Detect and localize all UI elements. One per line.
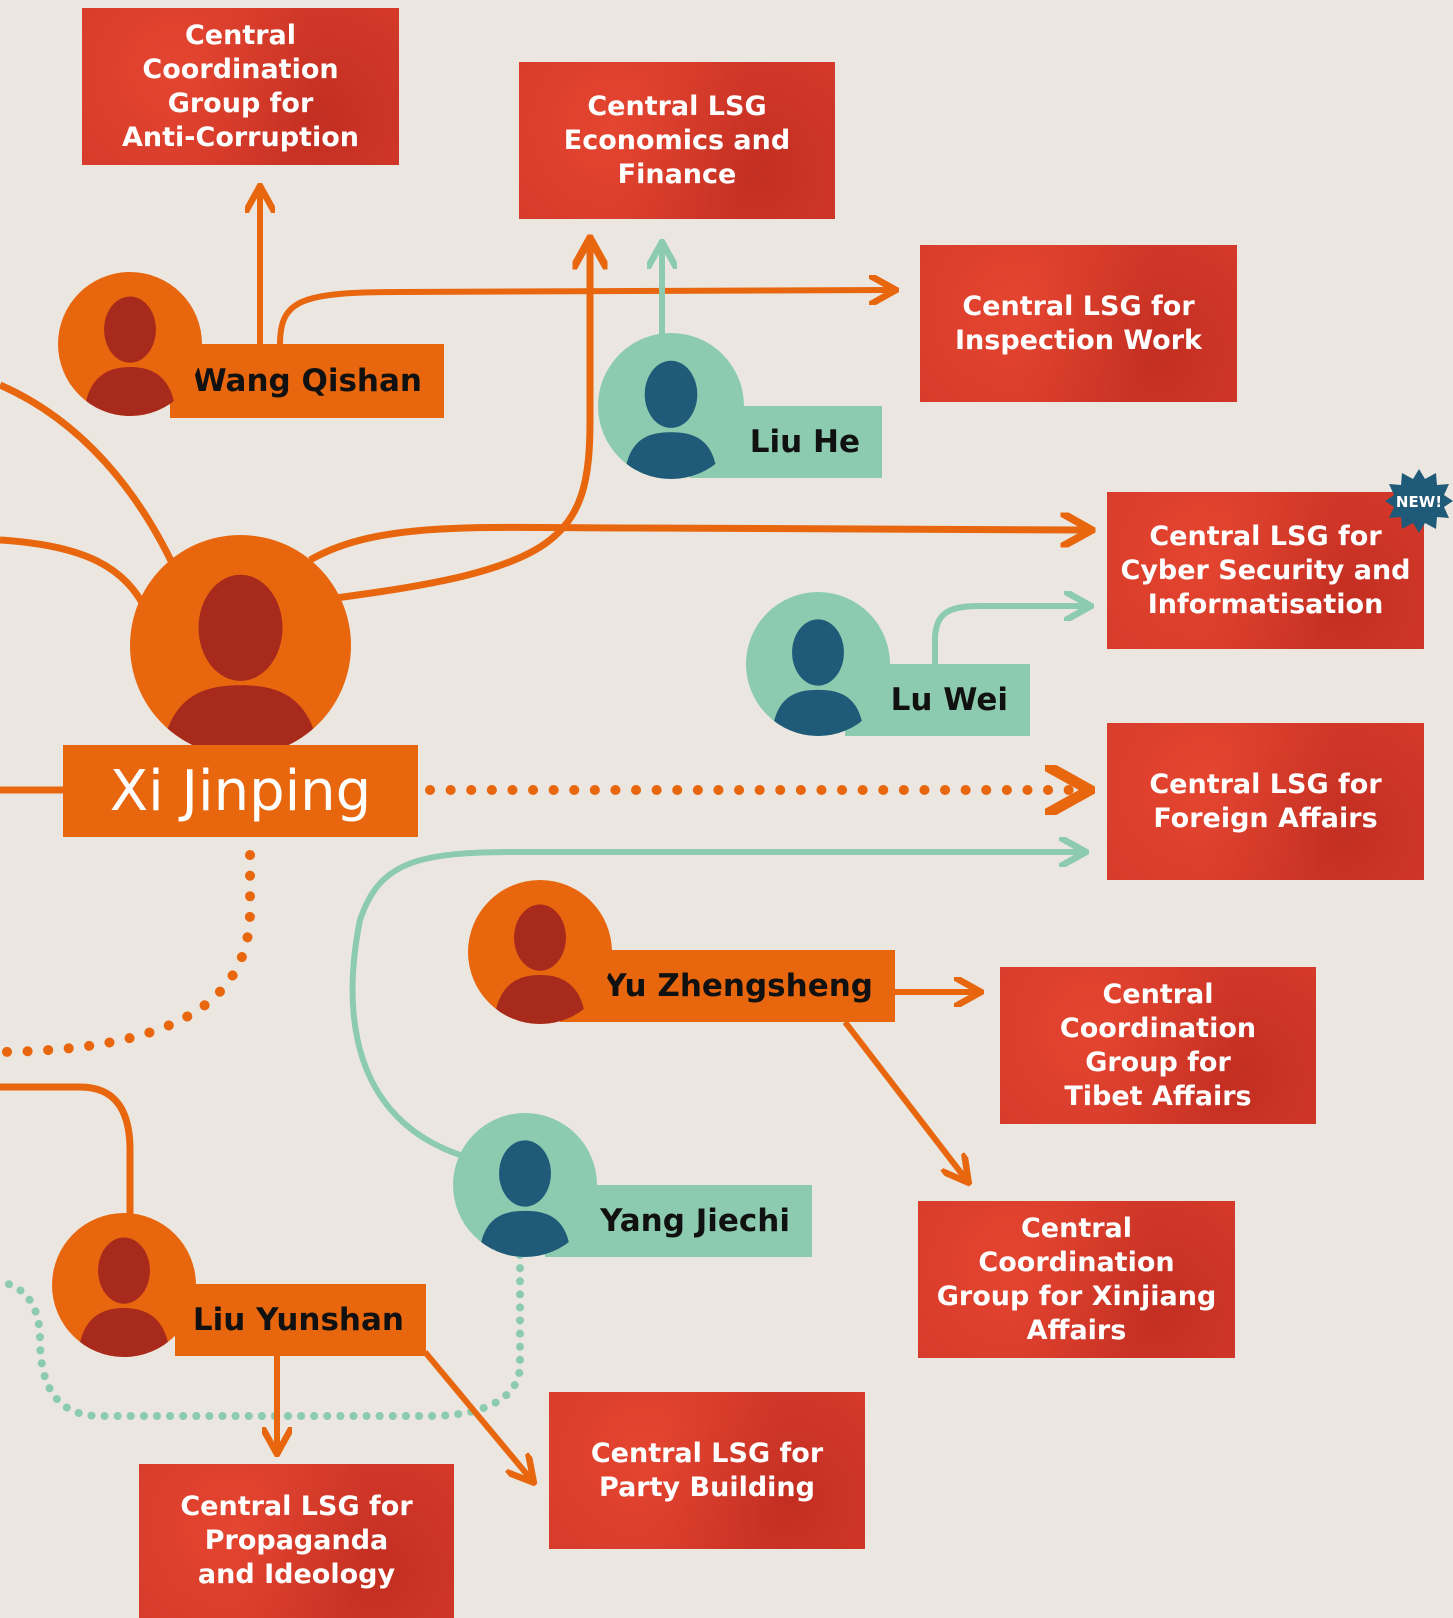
new-badge-text: NEW! (1396, 493, 1442, 511)
avatar-yu-zhengsheng (468, 880, 612, 1024)
avatar-liu-yunshan (52, 1213, 196, 1357)
member-name: Wang Qishan (192, 363, 422, 399)
group-label: Central LSG Economics and Finance (563, 90, 791, 190)
connector-xi-dotted-left (0, 850, 255, 1057)
member-wang-qishan: Wang Qishan (170, 344, 444, 418)
leader-xi-jinping: Xi Jinping (63, 745, 418, 837)
connector-xi-economics (319, 245, 590, 604)
connector-left-mid (0, 536, 154, 622)
avatar-liu-he (598, 333, 744, 479)
group-label: Central LSG for Party Building (590, 1437, 824, 1503)
member-yu-zhengsheng: Yu Zhengsheng (560, 950, 895, 1022)
member-yang-jiechi: Yang Jiechi (545, 1185, 812, 1257)
group-foreign-affairs: Central LSG for Foreign Affairs (1107, 723, 1424, 880)
group-cyber-security: Central LSG for Cyber Security and Infor… (1107, 492, 1424, 649)
connector-xi-cyber (308, 527, 1085, 564)
connector-left-liuyunshan (0, 1083, 134, 1215)
group-anti-corruption: Central Coordination Group for Anti-Corr… (82, 8, 399, 165)
group-label: Central LSG for Foreign Affairs (1149, 768, 1382, 834)
connector-yu-xinjiang (842, 1020, 965, 1178)
group-xinjiang: Central Coordination Group for Xinjiang … (918, 1201, 1235, 1358)
connector-wang-inspection (277, 290, 890, 346)
group-propaganda: Central LSG for Propaganda and Ideology (139, 1464, 454, 1618)
connector-yang-dotted (0, 1251, 524, 1420)
group-label: Central Coordination Group for Anti-Corr… (122, 19, 359, 153)
member-name: Lu Wei (890, 682, 1008, 718)
member-name: Yu Zhengsheng (604, 968, 873, 1004)
member-name: Liu He (749, 424, 860, 460)
member-name: Liu Yunshan (192, 1302, 404, 1338)
group-label: Central LSG for Cyber Security and Infor… (1120, 520, 1411, 620)
group-label: Central Coordination Group for Tibet Aff… (1059, 978, 1257, 1112)
group-tibet: Central Coordination Group for Tibet Aff… (1000, 967, 1316, 1124)
group-label: Central LSG for Inspection Work (955, 290, 1202, 356)
group-label: Central LSG for Propaganda and Ideology (180, 1491, 413, 1590)
avatar-xi-jinping (130, 535, 351, 756)
avatar-yang-jiechi (453, 1113, 597, 1257)
group-economics-finance: Central LSG Economics and Finance (519, 62, 835, 219)
group-party-building: Central LSG for Party Building (549, 1392, 865, 1549)
leader-name: Xi Jinping (109, 758, 372, 824)
connector-luwei-cyber (932, 606, 1085, 675)
connector-left-upper (0, 381, 184, 582)
group-inspection: Central LSG for Inspection Work (920, 245, 1237, 402)
member-liu-yunshan: Liu Yunshan (175, 1284, 426, 1356)
avatar-lu-wei (746, 592, 890, 736)
member-name: Yang Jiechi (600, 1203, 790, 1239)
avatar-wang-qishan (58, 272, 202, 416)
connector-yang-foreign (349, 852, 1080, 1158)
connector-liuyunshan-partybuilding (422, 1350, 530, 1478)
new-badge: NEW! (1385, 467, 1453, 535)
group-label: Central Coordination Group for Xinjiang … (936, 1212, 1217, 1346)
